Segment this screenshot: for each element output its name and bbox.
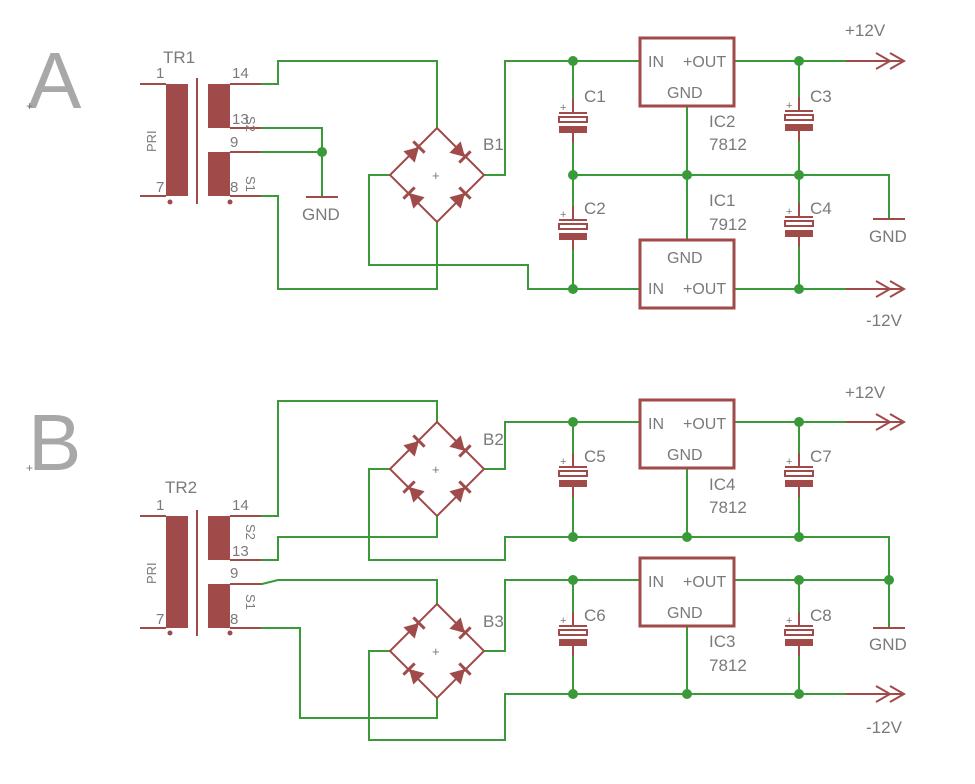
pos-rail-label-a: +12V <box>845 21 886 40</box>
regulator-ic3: IN +OUT GND IC3 7812 <box>638 556 747 675</box>
arrow-neg-rail-a <box>845 280 905 298</box>
svg-text:IN: IN <box>648 574 664 591</box>
svg-text:14: 14 <box>232 497 249 514</box>
gnd-symbol-b-right: GND <box>869 627 907 654</box>
svg-text:C5: C5 <box>584 447 606 466</box>
svg-text:1: 1 <box>156 65 164 82</box>
tr1-primary-coil <box>166 84 188 196</box>
capacitor-c1 <box>558 98 588 144</box>
tr1-s1-coil <box>208 152 230 196</box>
capacitor-c2 <box>558 205 588 251</box>
section-letter-b: B <box>28 398 81 487</box>
arrow-pos-rail-b <box>845 413 905 431</box>
svg-text:IC3: IC3 <box>709 632 735 651</box>
tr1-label: TR1 <box>163 48 195 67</box>
svg-text:7: 7 <box>156 179 164 196</box>
capacitor-c8 <box>784 611 814 657</box>
svg-text:C4: C4 <box>810 199 832 218</box>
svg-text:7812: 7812 <box>709 135 747 154</box>
capacitor-c7 <box>784 452 814 498</box>
svg-text:S1: S1 <box>243 594 258 610</box>
svg-text:+OUT: +OUT <box>683 416 726 433</box>
tr1-s2-coil <box>208 84 230 128</box>
svg-text:GND: GND <box>667 250 703 267</box>
svg-text:C1: C1 <box>584 87 606 106</box>
arrow-pos-rail-a <box>845 52 905 70</box>
svg-text:B3: B3 <box>483 612 504 631</box>
svg-text:IN: IN <box>648 281 664 298</box>
svg-text:C3: C3 <box>810 87 832 106</box>
capacitor-c6 <box>558 611 588 657</box>
bridge-b2 <box>388 420 486 518</box>
origin-mark-a: + <box>26 99 33 113</box>
svg-text:PRI: PRI <box>144 130 159 152</box>
bridge-b1 <box>388 126 486 224</box>
transformer-tr1: TR1 1 7 14 13 9 8 PRI S2 S1 <box>140 48 262 205</box>
svg-text:1: 1 <box>156 497 164 514</box>
origin-mark-b: + <box>26 461 33 475</box>
svg-text:7812: 7812 <box>709 498 747 517</box>
pos-rail-label-b: +12V <box>845 383 886 402</box>
svg-text:IC2: IC2 <box>709 112 735 131</box>
svg-text:GND: GND <box>869 635 907 654</box>
svg-text:7812: 7812 <box>709 656 747 675</box>
svg-text:GND: GND <box>667 605 703 622</box>
gnd-symbol-a-right: GND <box>869 218 907 246</box>
section-a: A + TR1 1 7 14 13 9 8 PRI S2 S1 <box>26 21 907 330</box>
regulator-ic1: GND IN +OUT IC1 7912 <box>638 191 747 310</box>
transformer-tr2: TR2 1 7 14 13 9 8 PRI S2 S1 <box>140 478 262 636</box>
svg-text:IC1: IC1 <box>709 191 735 210</box>
svg-text:PRI: PRI <box>144 562 159 584</box>
svg-text:GND: GND <box>667 85 703 102</box>
svg-text:IN: IN <box>648 54 664 71</box>
svg-text:8: 8 <box>230 179 238 196</box>
bridge-b3 <box>388 602 486 700</box>
svg-text:IC4: IC4 <box>709 475 735 494</box>
svg-text:TR2: TR2 <box>165 478 197 497</box>
svg-text:+OUT: +OUT <box>683 281 726 298</box>
svg-text:GND: GND <box>869 227 907 246</box>
svg-text:C2: C2 <box>584 199 606 218</box>
svg-text:13: 13 <box>232 111 249 128</box>
svg-text:S2: S2 <box>243 524 258 540</box>
svg-text:S1: S1 <box>243 176 258 192</box>
section-b: B + TR2 1 7 14 13 9 8 PRI S2 S1 <box>26 383 907 741</box>
capacitor-c4 <box>784 202 814 248</box>
svg-text:B2: B2 <box>483 430 504 449</box>
svg-text:C8: C8 <box>810 606 832 625</box>
section-letter-a: A <box>28 36 82 125</box>
wires-b <box>260 400 894 741</box>
svg-text:GND: GND <box>667 447 703 464</box>
neg-rail-label-b: -12V <box>866 718 903 737</box>
svg-text:8: 8 <box>230 611 238 628</box>
regulator-ic4: IN +OUT GND IC4 7812 <box>638 398 747 517</box>
svg-text:S2: S2 <box>243 116 258 132</box>
svg-text:GND: GND <box>302 205 340 224</box>
wires-a <box>261 56 890 294</box>
svg-text:C6: C6 <box>584 606 606 625</box>
svg-text:7912: 7912 <box>709 215 747 234</box>
regulator-ic2: IN +OUT GND IC2 7812 <box>638 36 747 154</box>
neg-rail-label-a: -12V <box>866 311 903 330</box>
svg-text:7: 7 <box>156 611 164 628</box>
svg-text:IN: IN <box>648 416 664 433</box>
svg-text:13: 13 <box>232 543 249 560</box>
gnd-symbol-a-mid: GND <box>302 196 340 224</box>
svg-text:C7: C7 <box>810 447 832 466</box>
arrow-neg-rail-b <box>845 685 905 703</box>
svg-text:+OUT: +OUT <box>683 574 726 591</box>
svg-text:9: 9 <box>230 565 238 582</box>
capacitor-c5 <box>558 452 588 498</box>
svg-text:14: 14 <box>232 65 249 82</box>
svg-text:+OUT: +OUT <box>683 54 726 71</box>
svg-text:9: 9 <box>230 134 238 151</box>
capacitor-c3 <box>784 96 814 142</box>
b1-label: B1 <box>483 135 504 154</box>
